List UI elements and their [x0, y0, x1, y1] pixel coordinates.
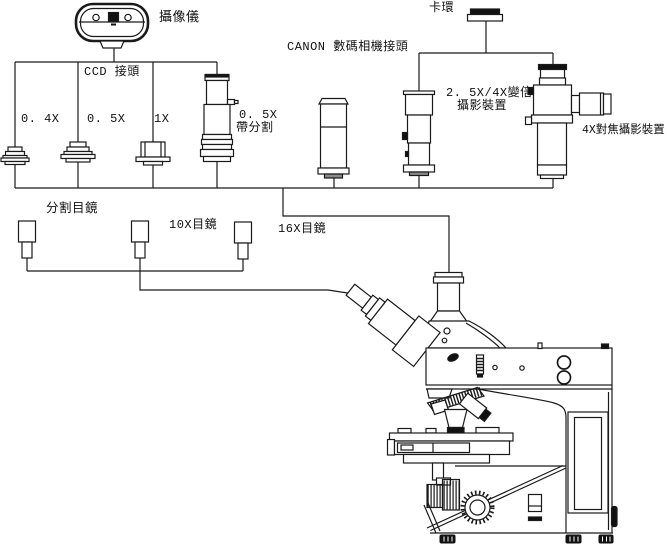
connector-lines — [14, 21, 554, 295]
ccd-label: CCD 接頭 — [84, 65, 140, 79]
adapter-04x-label: 0. 4X — [21, 112, 60, 126]
split-tube-drawing — [199, 73, 239, 163]
split-tube-label-2: 帶分割 — [236, 121, 274, 135]
split-eyepiece-label: 分割目鏡 — [46, 202, 99, 216]
adapter-1x-drawing — [135, 141, 171, 166]
zoom-device-label-1: 2. 5X/4X變倍 — [446, 86, 533, 100]
eyepiece-10x-label: 10X目鏡 — [169, 218, 218, 232]
ccd-camera-drawing — [74, 2, 150, 49]
snap-ring-label: 卡環 — [429, 1, 455, 15]
zoom-device-label-2: 攝影裝置 — [457, 99, 508, 113]
canon-label: CANON 數碼相機接頭 — [287, 40, 409, 54]
canon-adapter-drawing — [317, 97, 350, 179]
eyepiece-16x-label: 16X目鏡 — [278, 222, 327, 236]
zoom-photo-device-drawing — [401, 90, 436, 177]
camera-label: 攝像儀 — [159, 10, 200, 25]
split-tube-label-1: 0. 5X — [239, 108, 278, 122]
snap-ring-drawing — [466, 8, 504, 22]
focus-photo-device-drawing — [524, 63, 612, 180]
microscope-drawing — [345, 271, 618, 544]
eyepiece-drawings — [17, 220, 253, 260]
adapter-05x-drawing — [60, 141, 96, 163]
adapter-1x-label: 1X — [154, 112, 170, 126]
focus-device-label: 4X對焦攝影裝置 — [582, 124, 665, 137]
adapter-04x-drawing — [0, 146, 30, 166]
adapter-05x-label: 0. 5X — [87, 112, 126, 126]
